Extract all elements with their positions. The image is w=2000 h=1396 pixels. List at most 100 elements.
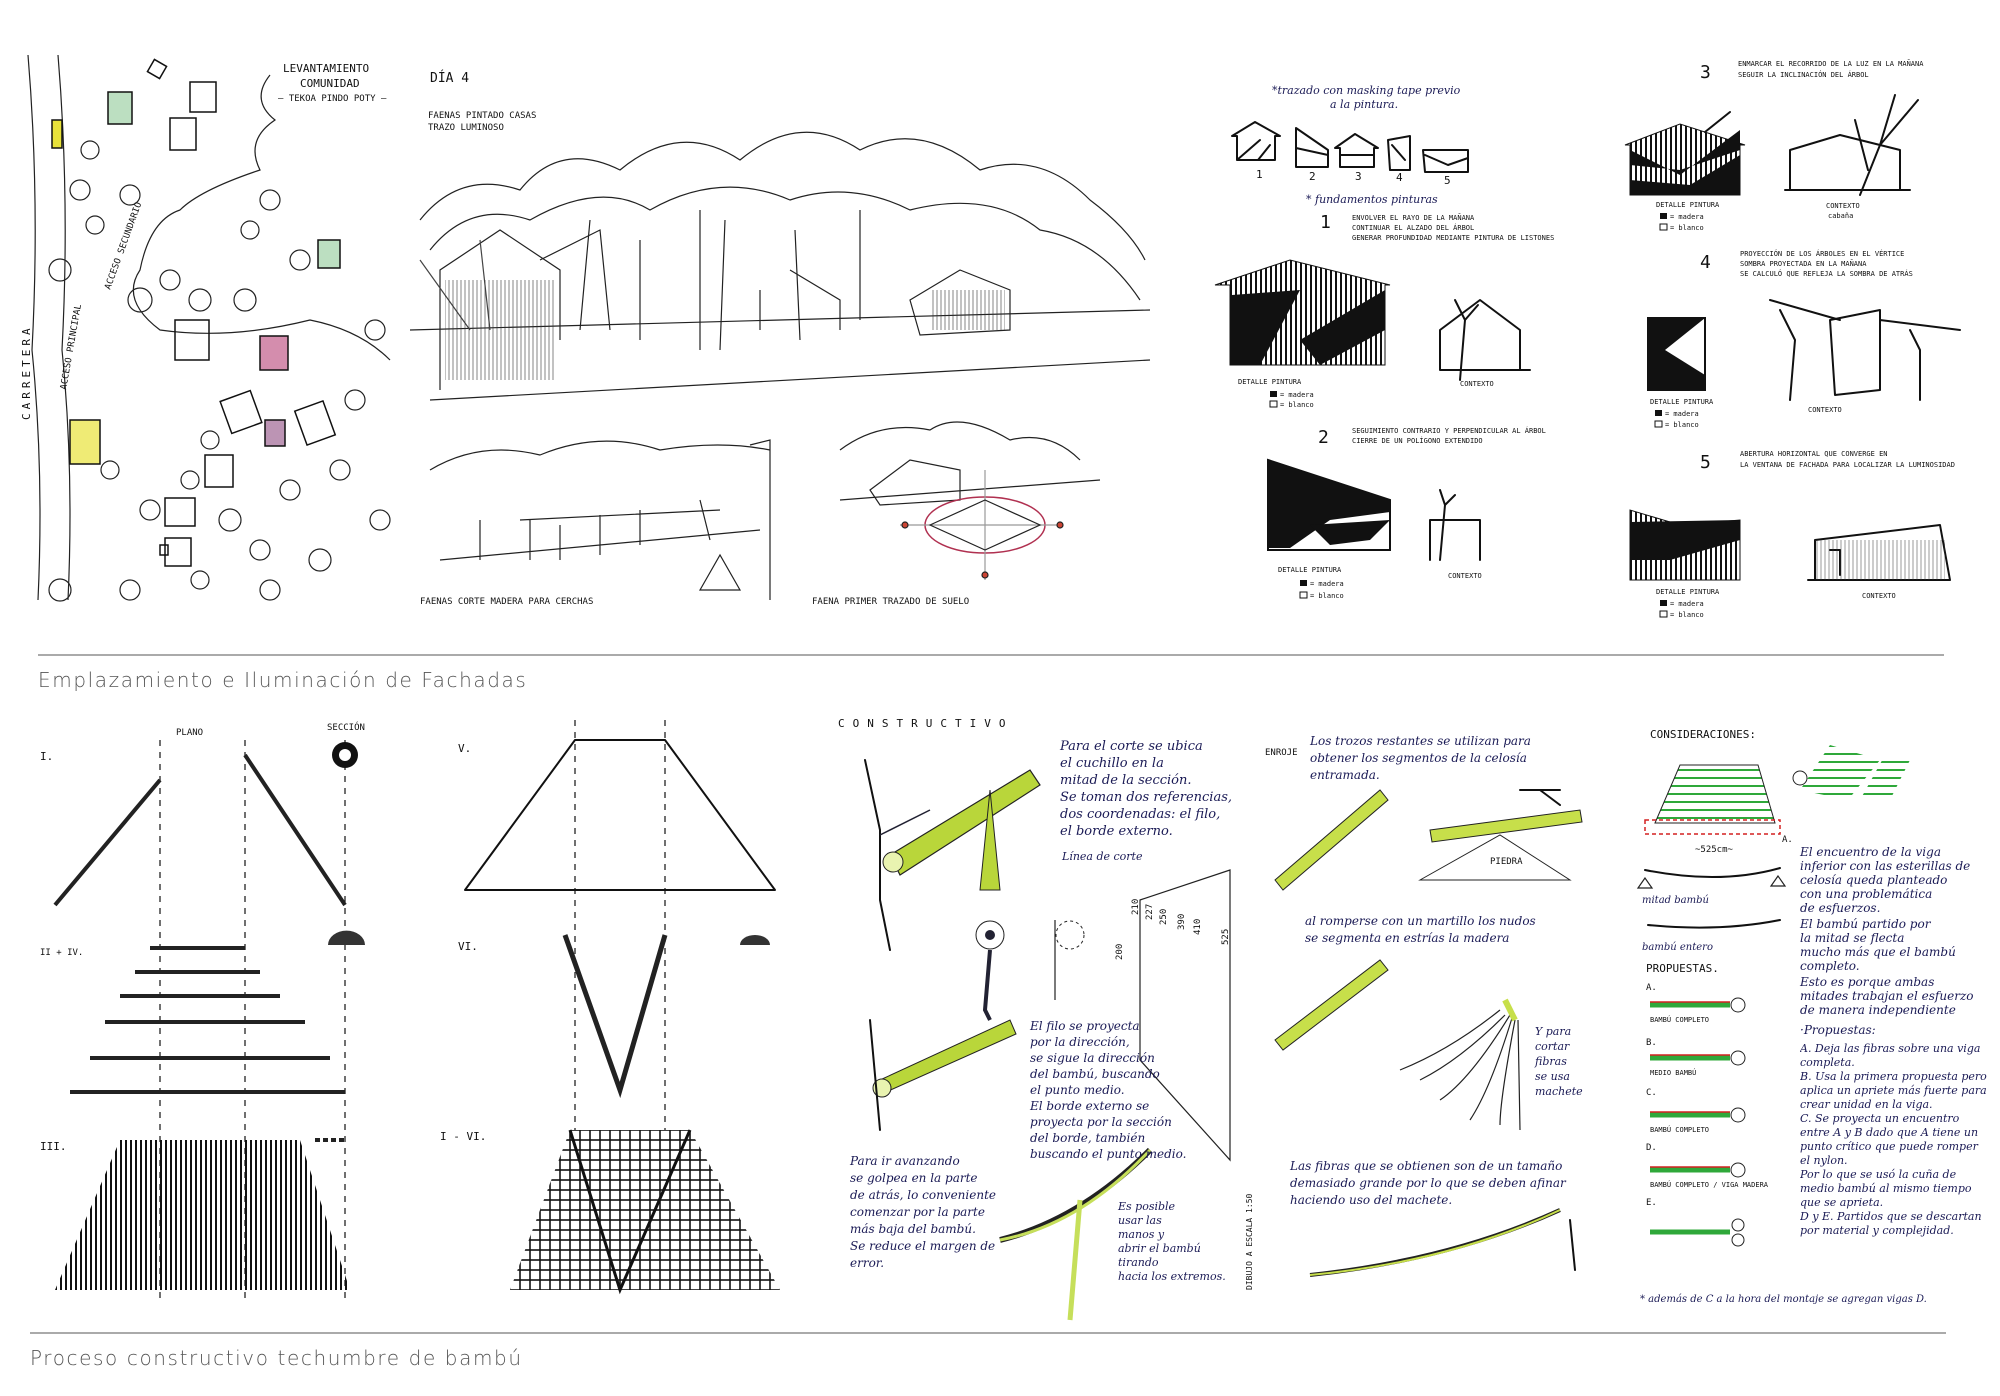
note-line: el punto medio. (1030, 1083, 1125, 1097)
proposal-text: Por lo que se usó la cuña de medio bambú… (1800, 1168, 1972, 1209)
consideraciones-title: CONSIDERACIONES: (1650, 728, 1756, 741)
note-line: hacia los extremos. (1118, 1270, 1226, 1283)
note-line: Esto es porque ambas (1799, 975, 1934, 989)
note-line: mitad de la sección. (1060, 773, 1192, 788)
proposal-options: A. B. C. D. E. BAMBÚ COMPLETO MEDIO BAMB… (1646, 983, 1769, 1247)
note-line: celosía queda planteado (1800, 873, 1947, 887)
note-line: El borde externo se (1029, 1099, 1149, 1113)
note-line: Para el corte se ubica (1059, 739, 1203, 754)
day-subtitle-2: TRAZO LUMINOSO (428, 123, 504, 133)
note-line: usar las (1118, 1214, 1162, 1227)
note-line: El bambú partido por (1799, 917, 1932, 931)
piedra-label: PIEDRA (1490, 857, 1523, 867)
span-label: ~525cm~ (1695, 845, 1734, 855)
dim-label: 200 (1115, 944, 1125, 960)
dimension-ticks: 200 210 227 250 390 410 525 (1115, 899, 1231, 960)
constructivo-panel: CONSTRUCTIVO Para el corte se ubica el c… (838, 717, 1254, 1321)
note-line: más baja del bambú. (850, 1222, 976, 1236)
thumb-number: 3 (1355, 170, 1362, 183)
thumb-number: 1 (1256, 168, 1263, 181)
note-line: obtener los segmentos de la celosía (1310, 751, 1527, 765)
option-letter: D. (1646, 1143, 1657, 1153)
note-line: entramada. (1310, 768, 1380, 782)
note-line: Se toman dos referencias, (1060, 790, 1232, 805)
bamboo-rods (70, 946, 345, 1094)
note-4: Es posible usar las manos y abrir el bam… (1117, 1200, 1226, 1283)
consideraciones-note: El encuentro de la viga inferior con las… (1799, 845, 1973, 1017)
fundamento-text: SOMBRA PROYECTADA EN LA MAÑANA (1740, 259, 1867, 268)
contexto-label: CONTEXTO (1460, 380, 1494, 388)
step-label: V. (458, 742, 471, 755)
note-line: Se reduce el margen de (850, 1239, 995, 1253)
note-line: mitades trabajan el esfuerzo (1800, 989, 1973, 1003)
fundamento-text: ENVOLVER EL RAYO DE LA MAÑANA (1352, 213, 1475, 222)
note-line: manos y (1118, 1228, 1165, 1241)
step-label: VI. (458, 940, 478, 953)
legend-light: = blanco (1280, 401, 1314, 409)
option-label: MEDIO BAMBÚ (1650, 1068, 1696, 1077)
note-line: Para ir avanzando (849, 1154, 960, 1168)
legend-dark: = madera (1665, 410, 1699, 418)
note-line: de esfuerzos. (1800, 901, 1880, 915)
legend-light: = blanco (1665, 421, 1699, 429)
propuestas-label: PROPUESTAS. (1646, 962, 1719, 975)
note-line: Y para (1535, 1025, 1571, 1038)
note-line: proyecta por la sección (1030, 1115, 1172, 1129)
note-line: de atrás, lo conveniente (850, 1188, 996, 1202)
section-divider-top (38, 654, 1944, 656)
house-yellow (69, 419, 101, 465)
enroje-label: ENROJE (1265, 748, 1298, 758)
section-caption-proceso: Proceso constructivo techumbre de bambú (30, 1346, 523, 1370)
site-plan: CARRETERA ACCESO PRINCIPAL ACCESO SECUND… (20, 54, 391, 602)
note-line: se golpea en la parte (850, 1171, 978, 1185)
fundamento-number: 4 (1700, 252, 1711, 273)
fundamento-text: SE CALCULÓ QUE REFLEJA LA SOMBRA DE ATRÁ… (1740, 269, 1913, 278)
site-title-1: LEVANTAMIENTO (283, 62, 369, 75)
note-line: del borde, también (1030, 1131, 1145, 1145)
section-caption-emplazamiento: Emplazamiento e Iluminación de Fachadas (38, 668, 528, 692)
fundamento-number: 3 (1700, 62, 1711, 83)
step-label: III. (40, 1140, 67, 1153)
fundamento-text: SEGUIR LA INCLINACIÓN DEL ÁRBOL (1738, 70, 1869, 79)
fundamentos-label: * fundamentos pinturas (1306, 193, 1438, 206)
note-line: el borde externo. (1060, 824, 1173, 839)
note-line: Los trozos restantes se utilizan para (1309, 734, 1531, 748)
note-line: cortar (1535, 1040, 1570, 1053)
step-label: I. (40, 750, 53, 763)
dim-label: 210 (1131, 899, 1141, 915)
contexto-label: CONTEXTO (1862, 592, 1896, 600)
roof-plans-v-vi: V. VI. I - VI. (440, 720, 780, 1295)
facade-note-1: *trazado con masking tape previo (1272, 84, 1461, 97)
access-label-2: ACCESO SECUNDARIO (103, 201, 144, 291)
note-line: El filo se proyecta (1029, 1019, 1140, 1033)
legend-light: = blanco (1670, 611, 1704, 619)
dim-label: 525 (1221, 929, 1231, 945)
note-line: buscando el punto medio. (1030, 1147, 1186, 1161)
fundamento-text: ABERTURA HORIZONTAL QUE CONVERGE EN (1740, 450, 1888, 458)
note-line: de manera independiente (1800, 1003, 1956, 1017)
option-label: BAMBÚ COMPLETO / VIGA MADERA (1650, 1180, 1769, 1189)
note-line: fibras (1534, 1055, 1567, 1068)
plano-label: PLANO (176, 728, 203, 738)
option-label: BAMBÚ COMPLETO (1650, 1015, 1709, 1024)
scale-label: DIBUJO A ESCALA 1:50 (1245, 1193, 1254, 1290)
detalle-label: DETALLE PINTURA (1656, 201, 1720, 209)
note-line: se segmenta en estrías la madera (1305, 931, 1509, 945)
contexto-sub: cabaña (1828, 212, 1853, 220)
note-3: Para ir avanzando se golpea en la parte … (849, 1154, 996, 1270)
day-title: DÍA 4 (430, 70, 469, 86)
fundamento-text: CONTINUAR EL ALZADO DEL ÁRBOL (1352, 223, 1474, 232)
dim-label: 227 (1145, 904, 1155, 920)
contexto-label: CONTEXTO (1448, 572, 1482, 580)
thumb-number: 5 (1444, 174, 1451, 187)
note-line: se sigue la dirección (1030, 1051, 1155, 1065)
fundamento-text: CIERRE DE UN POLÍGONO EXTENDIDO (1352, 436, 1483, 445)
bambu-entero-label: bambú entero (1642, 942, 1713, 953)
note-line: al romperse con un martillo los nudos (1305, 914, 1536, 928)
site-subtitle: — TEKOA PINDO POTY — (278, 94, 387, 104)
step-label: I - VI. (440, 1130, 486, 1143)
footnote: * además de C a la hora del montaje se a… (1640, 1294, 1927, 1305)
legend-dark: = madera (1310, 580, 1344, 588)
step-label: II + IV. (40, 948, 83, 958)
